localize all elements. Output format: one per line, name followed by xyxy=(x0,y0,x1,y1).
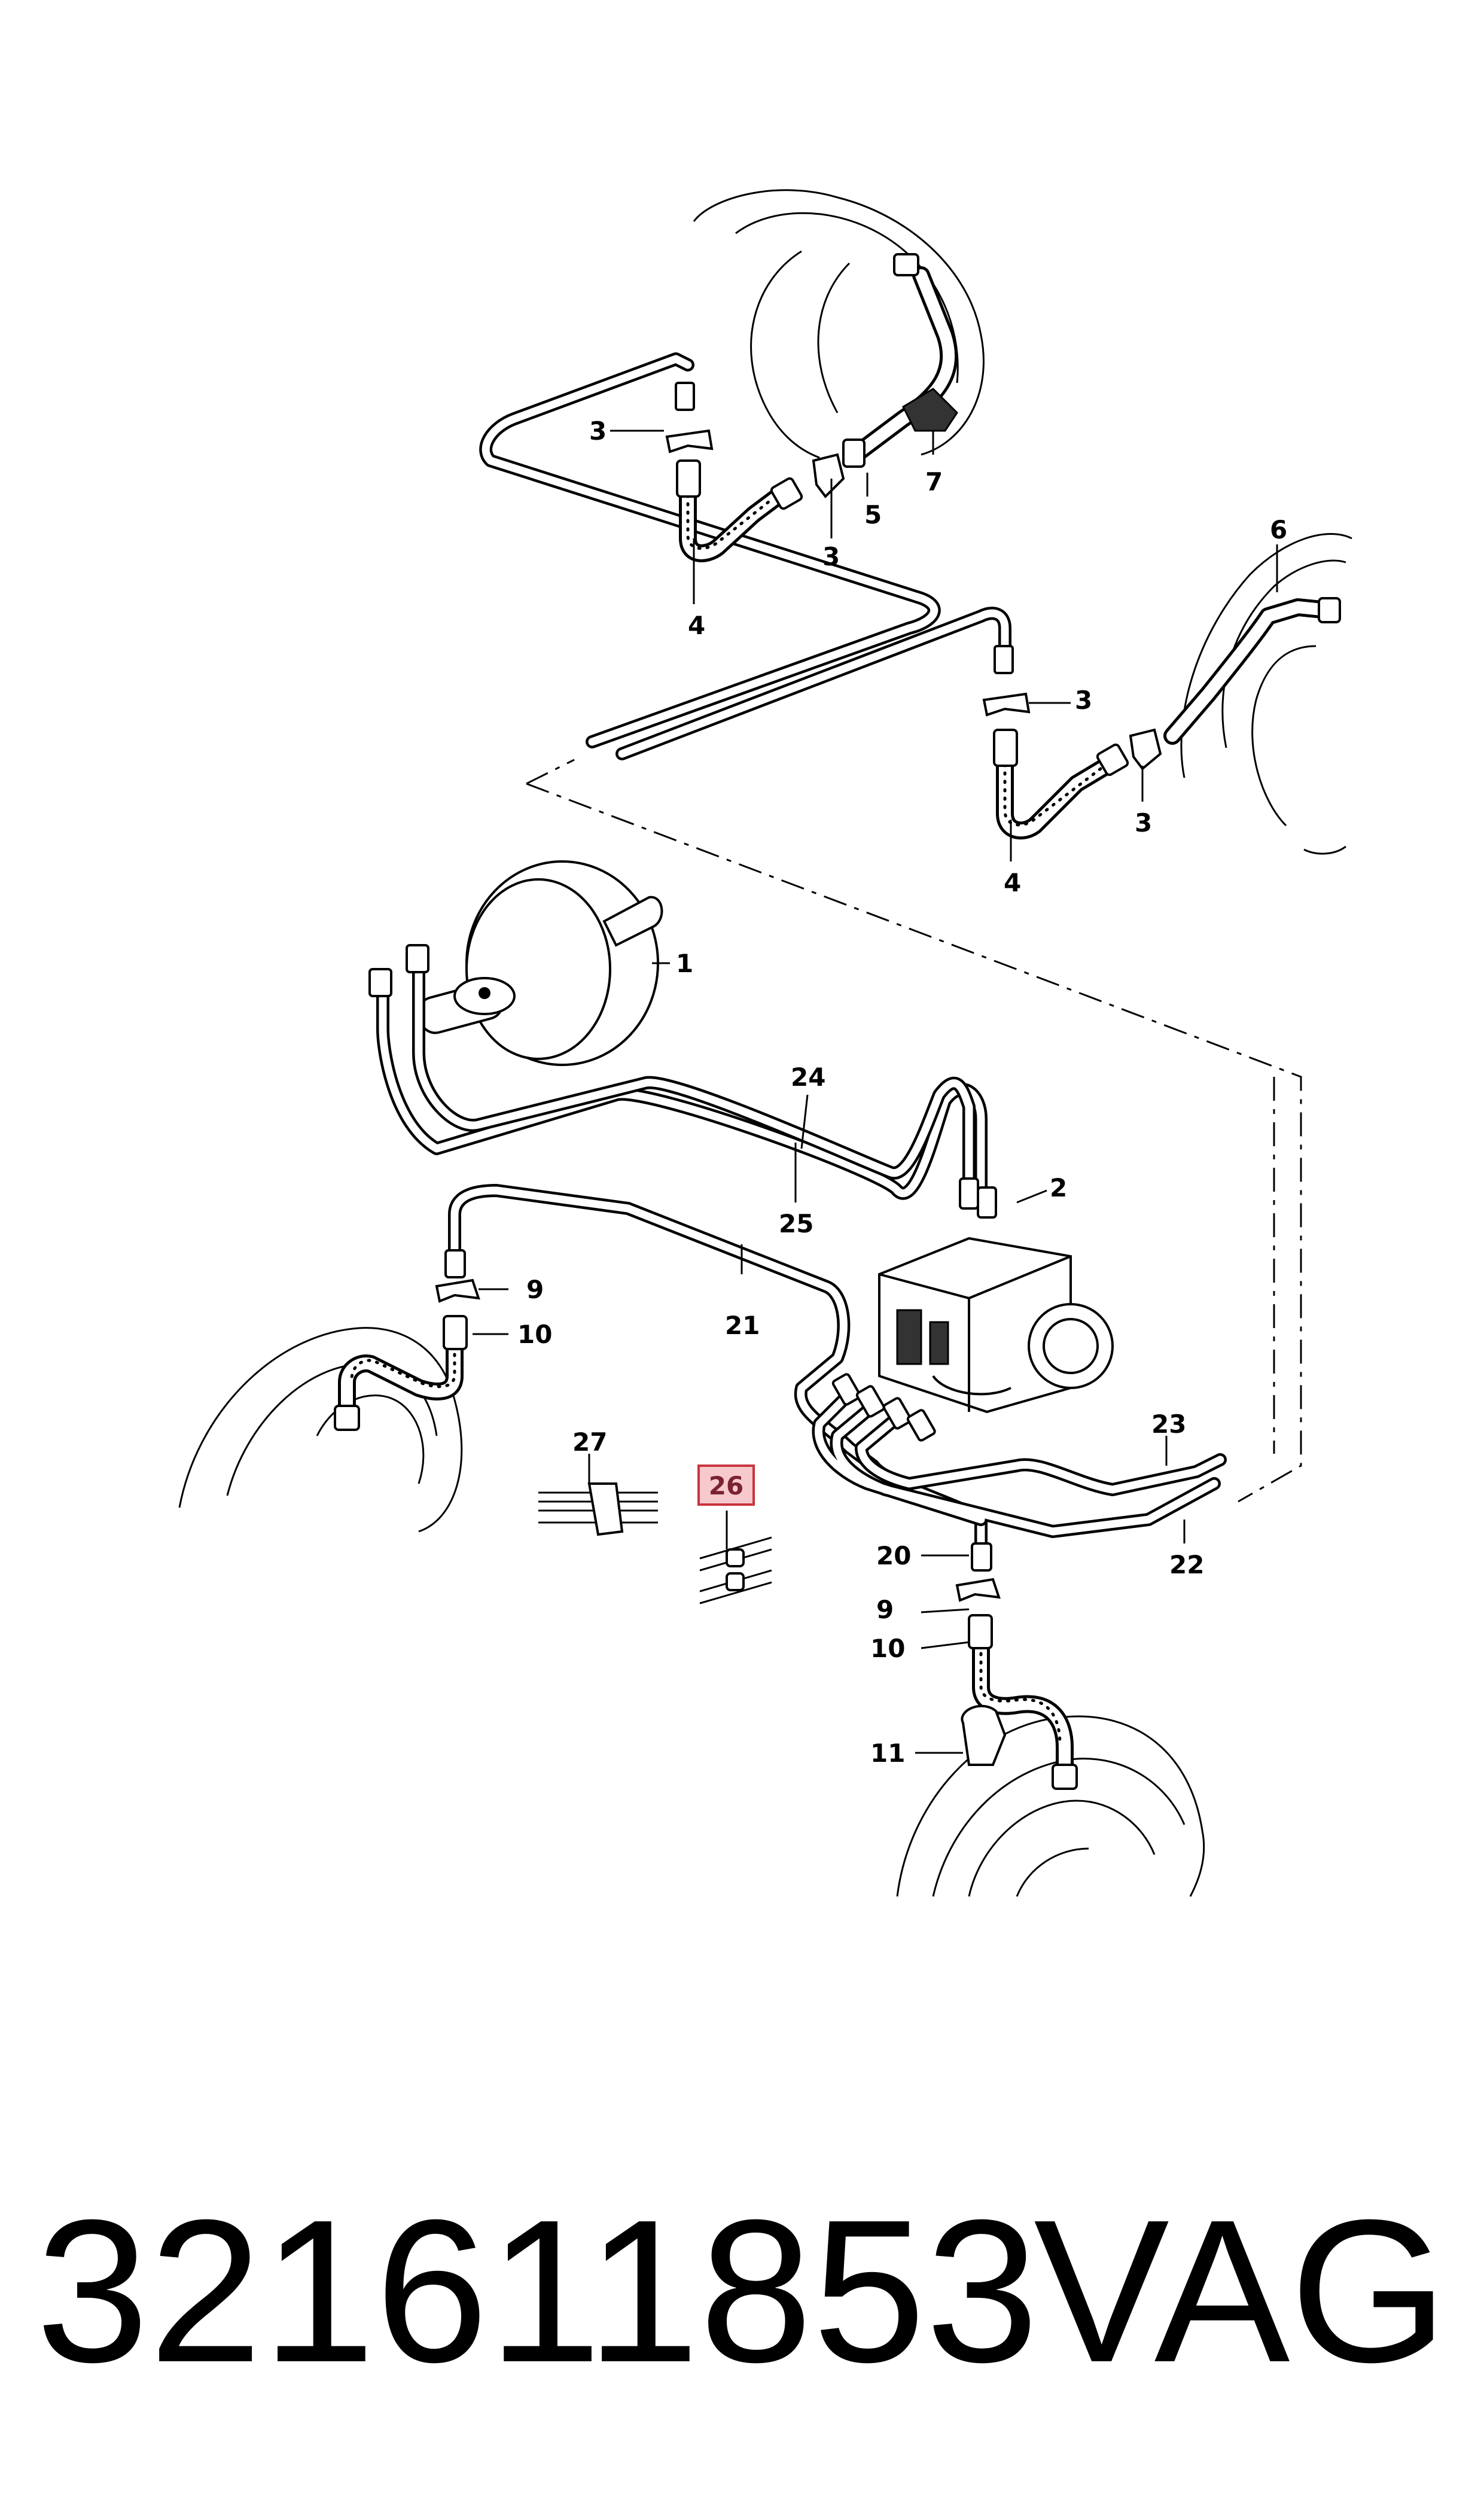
callout-26: 26 xyxy=(709,1471,743,1500)
callout-4-b: 4 xyxy=(1004,868,1021,897)
holder-11 xyxy=(961,1704,1007,1766)
callout-23: 23 xyxy=(1151,1409,1186,1439)
rear-left-wheel xyxy=(693,189,985,459)
brake-line-diagram: 3 4 3 5 7 6 3 4 3 1 24 2 25 9 10 21 23 2… xyxy=(178,189,1352,1897)
rear-left-brake-hose xyxy=(676,459,803,562)
callout-6: 6 xyxy=(1270,515,1287,544)
bracket-clip-9-a xyxy=(435,1278,480,1303)
brand-name: VAG xyxy=(1034,2178,1448,2405)
bracket-clip-3-c xyxy=(982,692,1031,717)
callout-21: 21 xyxy=(725,1311,760,1340)
leader-lines xyxy=(473,430,1278,1754)
pipe-holder-26 xyxy=(699,1536,772,1604)
assembly-boundary-line xyxy=(526,759,1302,1503)
pipe-clip-27 xyxy=(538,1482,658,1536)
callout-20: 20 xyxy=(876,1541,911,1570)
part-number: 321611853 xyxy=(36,2178,1039,2405)
rear-right-brake-hose xyxy=(993,729,1129,840)
callout-22: 22 xyxy=(1169,1550,1204,1579)
callout-2: 2 xyxy=(1050,1173,1067,1202)
bracket-clip-3-b xyxy=(812,453,845,499)
callout-1: 1 xyxy=(676,949,693,978)
callout-11: 11 xyxy=(870,1738,905,1768)
callout-9-a: 9 xyxy=(526,1275,544,1304)
callout-7: 7 xyxy=(925,467,943,497)
bleed-cap-7 xyxy=(902,388,958,432)
rear-brake-lines xyxy=(479,352,1014,760)
front-brake-lines xyxy=(444,1184,1227,1572)
bracket-clip-3-a xyxy=(665,429,714,453)
callout-9-b: 9 xyxy=(876,1595,894,1624)
callout-10-b: 10 xyxy=(870,1634,905,1663)
callout-3-c: 3 xyxy=(1075,686,1092,715)
front-right-brake-hose xyxy=(968,1614,1078,1790)
callout-3-a: 3 xyxy=(589,416,607,446)
callout-10-a: 10 xyxy=(517,1320,552,1349)
callout-27: 27 xyxy=(572,1427,607,1457)
abs-hydraulic-unit-2 xyxy=(878,1237,1114,1414)
callout-5: 5 xyxy=(864,500,882,529)
callout-25: 25 xyxy=(779,1209,813,1238)
callout-26-highlight: 26 xyxy=(697,1464,755,1506)
brake-booster-1 xyxy=(418,860,663,1066)
master-cylinder-lines xyxy=(368,944,997,1219)
callout-3-b: 3 xyxy=(822,542,840,571)
callout-24: 24 xyxy=(791,1062,825,1092)
front-left-brake-hose xyxy=(334,1315,468,1431)
front-right-wheel xyxy=(896,1715,1205,1897)
callout-4-a: 4 xyxy=(688,611,705,640)
front-left-wheel xyxy=(178,1327,463,1533)
bracket-clip-3-d xyxy=(1129,728,1162,771)
callout-3-d: 3 xyxy=(1135,808,1152,838)
bracket-clip-9-b xyxy=(955,1578,1001,1602)
rear-right-caliper-hose-6 xyxy=(1163,597,1341,745)
